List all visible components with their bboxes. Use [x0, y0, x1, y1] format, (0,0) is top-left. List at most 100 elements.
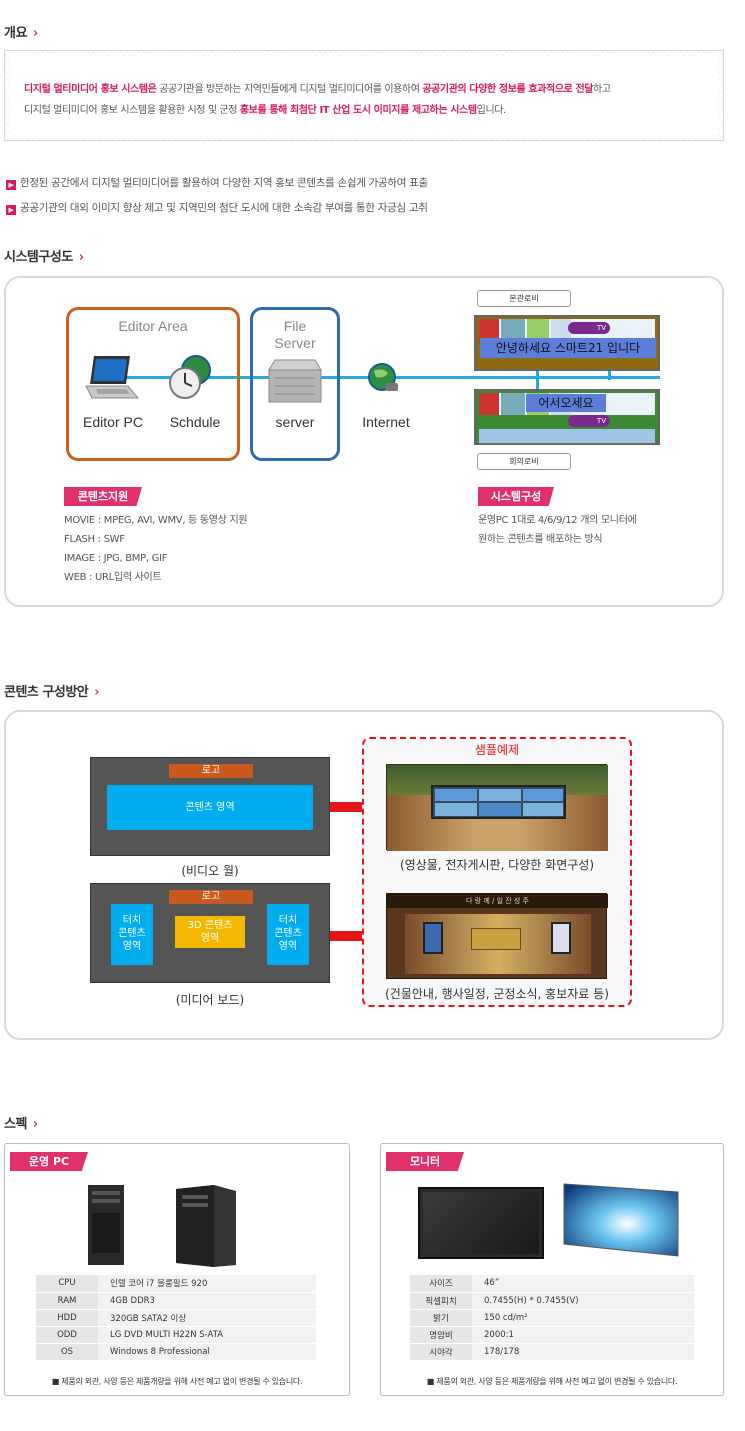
overview-line-2: 디지털 멀티미디어 홍보 시스템을 활용한 시정 및 군정 홍보를 통해 최첨단…	[24, 100, 704, 121]
sample-media-board-image: 다 랑 께 / 일 잔 성 주	[386, 893, 608, 979]
thumbnail-image	[479, 393, 499, 415]
chevron-right-icon: ›	[32, 1117, 38, 1132]
sample-screen-tile	[435, 803, 477, 816]
touch-content-area-right: 터치 콘텐츠 영역	[267, 904, 309, 965]
network-line	[536, 370, 539, 390]
bullet-icon: ▶	[6, 180, 16, 190]
monitor-spec-note: ■ 제품의 외관, 사양 등은 제품개량을 위해 사전 예고 없이 변경될 수 …	[426, 1377, 678, 1386]
monitor-angled-image	[562, 1182, 680, 1258]
overview-highlight: 공공기관의 다양한 정보를 효과적으로 전달	[422, 84, 594, 95]
arrow-right-icon	[330, 802, 366, 812]
sample-center-screen	[471, 928, 521, 950]
spec-key: OS	[36, 1343, 98, 1361]
spec-key: 명암비	[410, 1326, 472, 1344]
spec-key: 픽셀피치	[410, 1292, 472, 1310]
system-config-desc: 운영PC 1대로 4/6/9/12 개의 모니터에 원하는 콘텐츠를 배포하는 …	[478, 511, 718, 549]
chevron-right-icon: ›	[94, 685, 100, 700]
3d-content-area: 3D 콘텐츠 영역	[175, 916, 245, 948]
sample-kiosk-screen	[423, 922, 443, 954]
overview-bullet: ▶ 한정된 공간에서 디지털 멀티미디어를 활용하여 다양한 지역 홍보 콘텐츠를…	[6, 175, 428, 190]
screen-thumbnails	[479, 319, 655, 341]
spec-title: 스펙›	[4, 1113, 38, 1132]
lobby-bottom-label: 회의로비	[477, 453, 571, 470]
overview-title-text: 개요	[4, 26, 27, 41]
tv-logo: TV	[568, 322, 610, 334]
spec-value: 2000:1	[472, 1326, 694, 1344]
editor-area-box	[66, 307, 240, 461]
thumbnail-image	[527, 319, 549, 341]
spec-value: 46”	[472, 1275, 694, 1293]
laptop-icon	[82, 352, 142, 408]
media-board: 로고 터치 콘텐츠 영역 3D 콘텐츠 영역 터치 콘텐츠 영역	[90, 883, 330, 983]
desktop-tower-icon	[174, 1183, 238, 1268]
thumbnail-image	[501, 319, 525, 341]
sample-screen-tile	[479, 789, 521, 801]
monitor-spec-tag: 모니터	[386, 1152, 464, 1171]
composition-title-text: 콘텐츠 구성방안	[4, 685, 89, 700]
video-wall-board: 로고 콘텐츠 영역	[90, 757, 330, 856]
overview-highlight: 디지털 멀티미디어 홍보 시스템은	[24, 84, 157, 95]
contents-support-tag: 콘텐츠지원	[64, 487, 142, 506]
spec-value: 인텔 코어 i7 블룸필드 920	[98, 1275, 316, 1293]
overview-line-1: 디지털 멀티미디어 홍보 시스템은 공공기관을 방문하는 지역민들에게 디지털 …	[24, 79, 704, 100]
system-title-text: 시스템구성도	[4, 250, 73, 265]
system-config-tag: 시스템구성	[478, 487, 554, 506]
sample1-caption: (영상물, 전자게시판, 다양한 화면구성)	[399, 858, 595, 872]
pc-spec-note: ■ 제품의 외관, 사양 등은 제품개량을 위해 사전 예고 없이 변경될 수 …	[51, 1377, 303, 1386]
screen-message: 어서오세요	[526, 394, 606, 412]
chevron-right-icon: ›	[32, 26, 38, 41]
system-config-line: 운영PC 1대로 4/6/9/12 개의 모니터에	[478, 515, 637, 526]
sample-title: 샘플예제	[474, 743, 520, 757]
bullet-text: 공공기관의 대외 이미지 향상 제고 및 지역민의 첨단 도시에 대한 소속감 …	[20, 202, 428, 214]
logo-placeholder: 로고	[169, 890, 253, 904]
screen-band	[479, 429, 655, 443]
lobby-top-label: 본관로비	[477, 290, 571, 307]
media-board-caption: (미디어 보드)	[175, 993, 245, 1007]
video-wall-content-area: 콘텐츠 영역	[107, 785, 313, 830]
bullet-icon: ▶	[6, 205, 16, 215]
lobby-top-screen: TV 안녕하세요 스마트21 입니다	[474, 315, 660, 371]
sample-screen-tile	[435, 789, 477, 801]
spec-key: CPU	[36, 1275, 98, 1293]
chevron-right-icon: ›	[78, 250, 84, 265]
schedule-label: Schdule	[169, 414, 221, 430]
tv-logo: TV	[568, 415, 610, 427]
thumbnail-image	[501, 393, 525, 415]
file-server-box	[250, 307, 340, 461]
schedule-globe-icon	[168, 354, 214, 400]
overview-bullet: ▶ 공공기관의 대외 이미지 향상 제고 및 지역민의 첨단 도시에 대한 소속감…	[6, 200, 428, 215]
file-server-caption-line: Server	[274, 335, 316, 351]
spec-key: 사이즈	[410, 1275, 472, 1293]
monitor-screen	[423, 1192, 539, 1254]
arrow-right-icon	[330, 931, 366, 941]
overview-highlight: 홍보를 통해 최첨단 IT 산업 도시 이미지를 제고하는 시스템	[239, 105, 477, 116]
spec-key: RAM	[36, 1292, 98, 1310]
spec-value: Windows 8 Professional	[98, 1343, 316, 1361]
spec-key: HDD	[36, 1309, 98, 1327]
pc-spec-tag: 운영 PC	[10, 1152, 88, 1171]
touch-content-area-left: 터치 콘텐츠 영역	[111, 904, 153, 965]
monitor-front-image	[418, 1187, 544, 1259]
overview-text-plain: 디지털 멀티미디어 홍보 시스템을 활용한 시정 및 군정	[24, 105, 240, 116]
logo-placeholder: 로고	[169, 764, 253, 778]
spec-value: 320GB SATA2 이상	[98, 1309, 316, 1327]
bullet-text: 한정된 공간에서 디지털 멀티미디어를 활용하여 다양한 지역 홍보 콘텐츠를 …	[20, 177, 428, 189]
desktop-tower-icon	[86, 1183, 128, 1268]
system-title: 시스템구성도 ›	[4, 246, 84, 265]
internet-label: Internet	[362, 414, 410, 430]
sample-signboard: 다 랑 께 / 일 잔 성 주	[387, 894, 608, 908]
server-label: server	[275, 414, 315, 430]
spec-value: LG DVD MULTI H22N S-ATA	[98, 1326, 316, 1344]
video-wall-caption: (비디오 월)	[181, 864, 239, 878]
lobby-bottom-screen: 어서오세요 TV	[474, 389, 660, 445]
